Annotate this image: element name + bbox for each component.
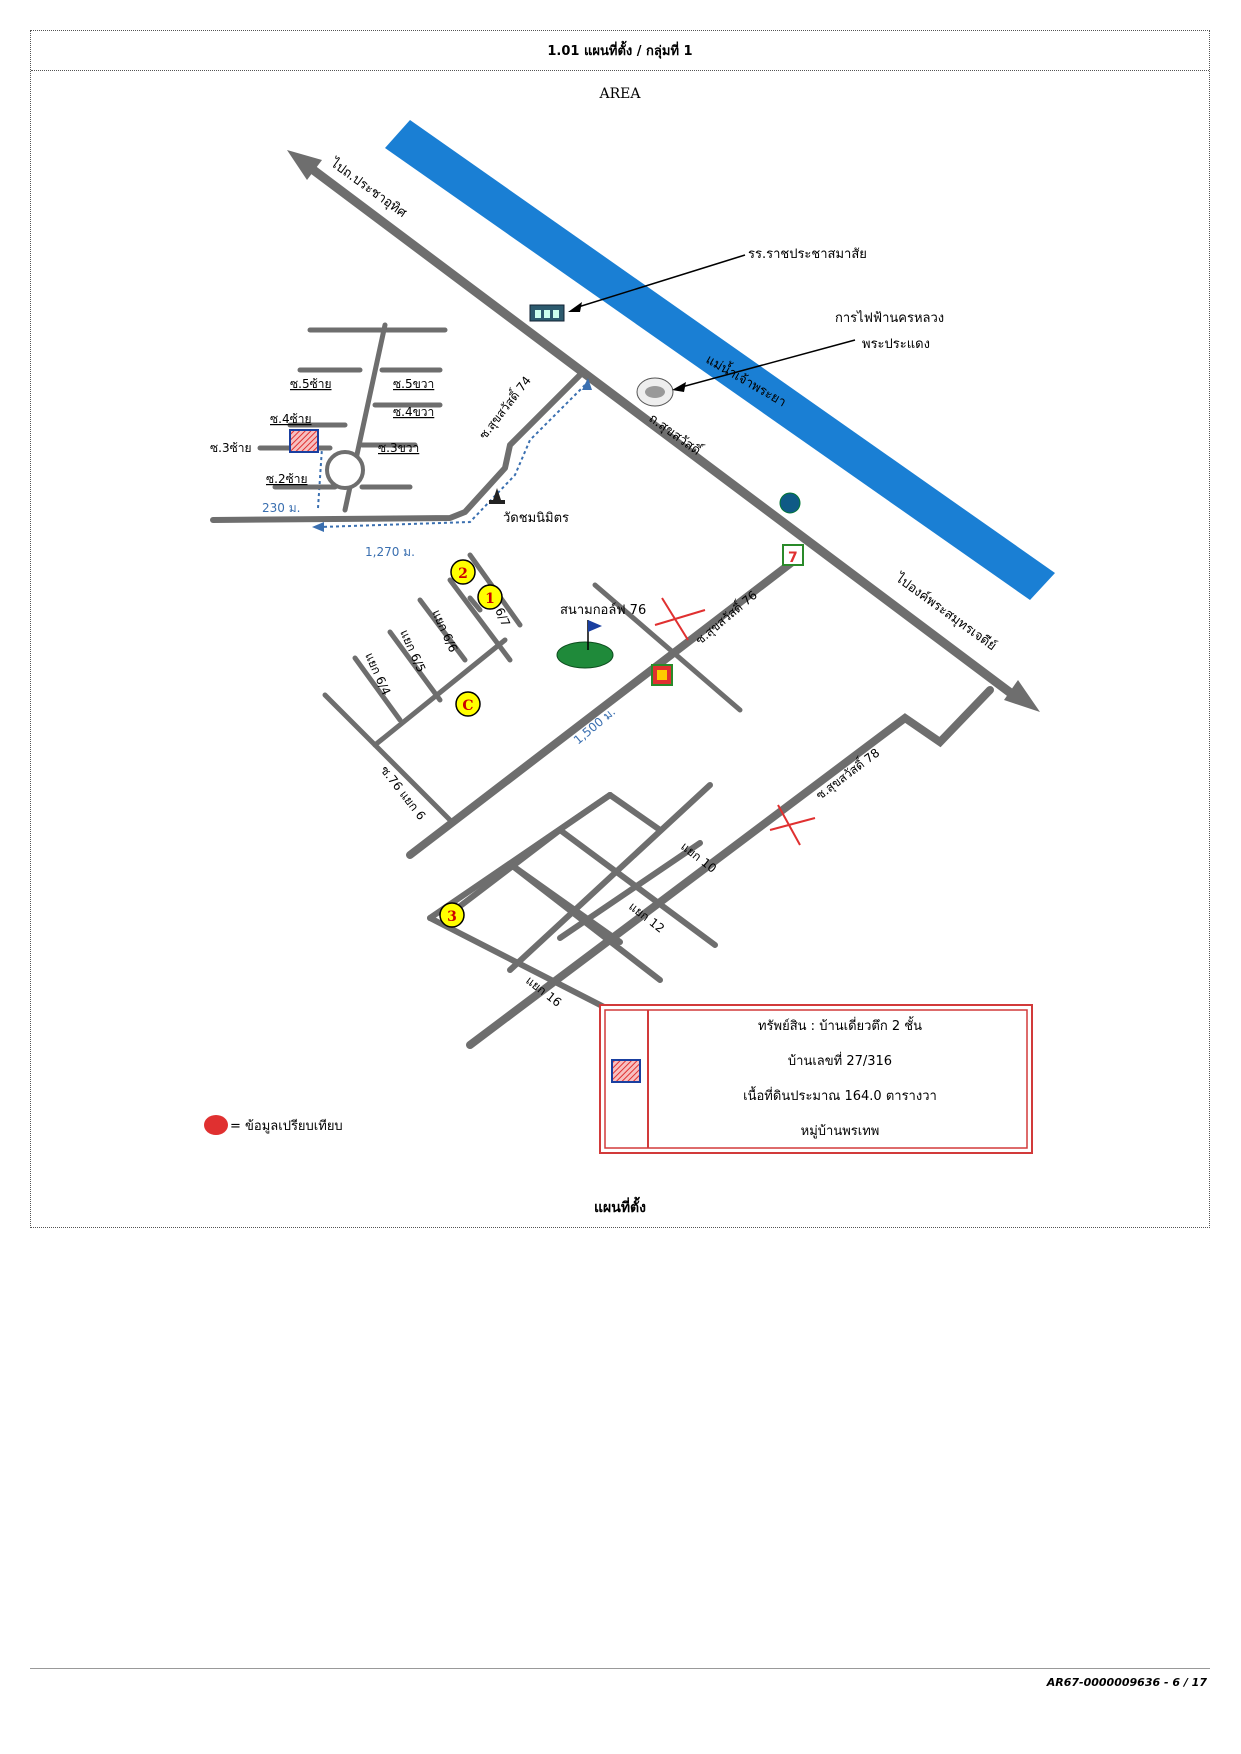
bank-icon bbox=[779, 492, 801, 514]
map-frame: 1.01 แผนที่ตั้ง / กลุ่มที่ 1 แผนที่ตั้ง bbox=[30, 30, 1210, 1228]
property-info-box bbox=[599, 1004, 1033, 1154]
river bbox=[385, 120, 1055, 600]
lane-3-right-label: ซ.3ขวา bbox=[378, 441, 419, 455]
lane-5-right-label: ซ.5ขวา bbox=[393, 377, 434, 391]
arrow-north-icon bbox=[287, 150, 322, 180]
dist-230-label: 230 ม. bbox=[262, 501, 300, 515]
branch-66-label: แยก 6/6 bbox=[429, 608, 460, 655]
soi-78-road bbox=[466, 686, 994, 1049]
document-reference: AR67-0000009636 - 6 / 17 bbox=[1046, 1676, 1207, 1689]
main-road-label: ถ.สุขสวัสดิ์ bbox=[646, 409, 707, 460]
temple-icon bbox=[489, 488, 505, 504]
electric-pointer-line bbox=[677, 339, 856, 389]
temple-label: วัดชมนิมิตร bbox=[503, 511, 569, 526]
electric-authority-label-line2: พระประแดง bbox=[862, 337, 930, 352]
svg-text:2: 2 bbox=[458, 566, 468, 582]
school-pointer-line bbox=[574, 254, 746, 309]
school-pointer-arrow-icon bbox=[568, 302, 582, 312]
subject-property-marker bbox=[289, 429, 319, 453]
school-label: รร.ราชประชาสมาสัย bbox=[748, 247, 867, 262]
convenience-store-icon bbox=[782, 544, 804, 566]
footer-divider bbox=[30, 1668, 1210, 1669]
electric-pointer-arrow-icon bbox=[672, 382, 686, 392]
route-arrow-icon bbox=[312, 522, 324, 532]
info-line-4: หมู่บ้านพรเทพ bbox=[801, 1124, 880, 1139]
legend-text: = ข้อมูลเปรียบเทียบ bbox=[230, 1118, 343, 1134]
legend-red-dot-icon bbox=[204, 1115, 228, 1135]
dist-1270-label: 1,270 ม. bbox=[365, 545, 415, 559]
marker-3: 3 bbox=[439, 902, 465, 928]
golf-green-icon bbox=[556, 641, 614, 669]
arrow-south-icon bbox=[1004, 680, 1040, 712]
info-line-3: เนื้อที่ดินประมาณ 164.0 ตารางวา bbox=[743, 1086, 937, 1104]
branch-6-grid bbox=[322, 552, 523, 823]
lane-5-left-label: ซ.5ซ้าย bbox=[290, 377, 332, 391]
school-icon bbox=[529, 304, 565, 322]
main-road bbox=[295, 155, 1025, 705]
soi-74-road bbox=[210, 372, 583, 523]
shop-icon-inner bbox=[657, 670, 667, 680]
soi-76-label: ซ.สุขสวัสดิ์ 76 bbox=[692, 586, 761, 648]
location-map: AREA แม่น้ำเจ้าพระยา ไปถ.ประชาอุทิศ ไปอง… bbox=[204, 86, 1055, 1154]
info-property-swatch bbox=[611, 1059, 641, 1083]
soi-76-road bbox=[406, 556, 799, 859]
lane-4-left-label: ซ.4ซ้าย bbox=[270, 412, 312, 426]
info-line-2: บ้านเลขที่ 27/316 bbox=[788, 1052, 892, 1069]
route-arrow-up-icon bbox=[582, 378, 592, 390]
info-line-1: ทรัพย์สิน : บ้านเดี่ยวตึก 2 ชั้น bbox=[758, 1016, 922, 1034]
map-caption: แผนที่ตั้ง bbox=[594, 1200, 646, 1216]
svg-text:3: 3 bbox=[447, 909, 457, 925]
page-title: 1.01 แผนที่ตั้ง / กลุ่มที่ 1 bbox=[31, 31, 1209, 71]
store-seven-glyph: 7 bbox=[788, 550, 798, 566]
golf-cross-street bbox=[592, 582, 743, 713]
lane-4-right-label: ซ.4ขวา bbox=[393, 405, 434, 419]
svg-text:1: 1 bbox=[485, 591, 495, 607]
crossing-mark-76 bbox=[654, 597, 706, 641]
svg-text:C: C bbox=[462, 698, 473, 714]
lane-3-left-label: ซ.3ซ้าย bbox=[210, 441, 252, 455]
roundabout bbox=[325, 450, 365, 490]
golf-label: สนามกอล์ฟ 76 bbox=[560, 602, 646, 618]
marker-2: 2 bbox=[450, 559, 476, 585]
golf-flag-icon bbox=[588, 620, 602, 632]
electric-authority-icon bbox=[636, 377, 674, 407]
electric-authority-label-line1: การไฟฟ้านครหลวง bbox=[835, 310, 944, 326]
crossing-mark-78 bbox=[769, 804, 816, 846]
marker-1: 1 bbox=[477, 584, 503, 610]
marker-c: C bbox=[455, 691, 481, 717]
lane-2-left-label: ซ.2ซ้าย bbox=[266, 472, 308, 486]
soi-78-label: ซ.สุขสวัสดิ์ 78 bbox=[812, 744, 883, 803]
street-grid-south bbox=[427, 782, 718, 1013]
area-label: AREA bbox=[599, 86, 642, 102]
